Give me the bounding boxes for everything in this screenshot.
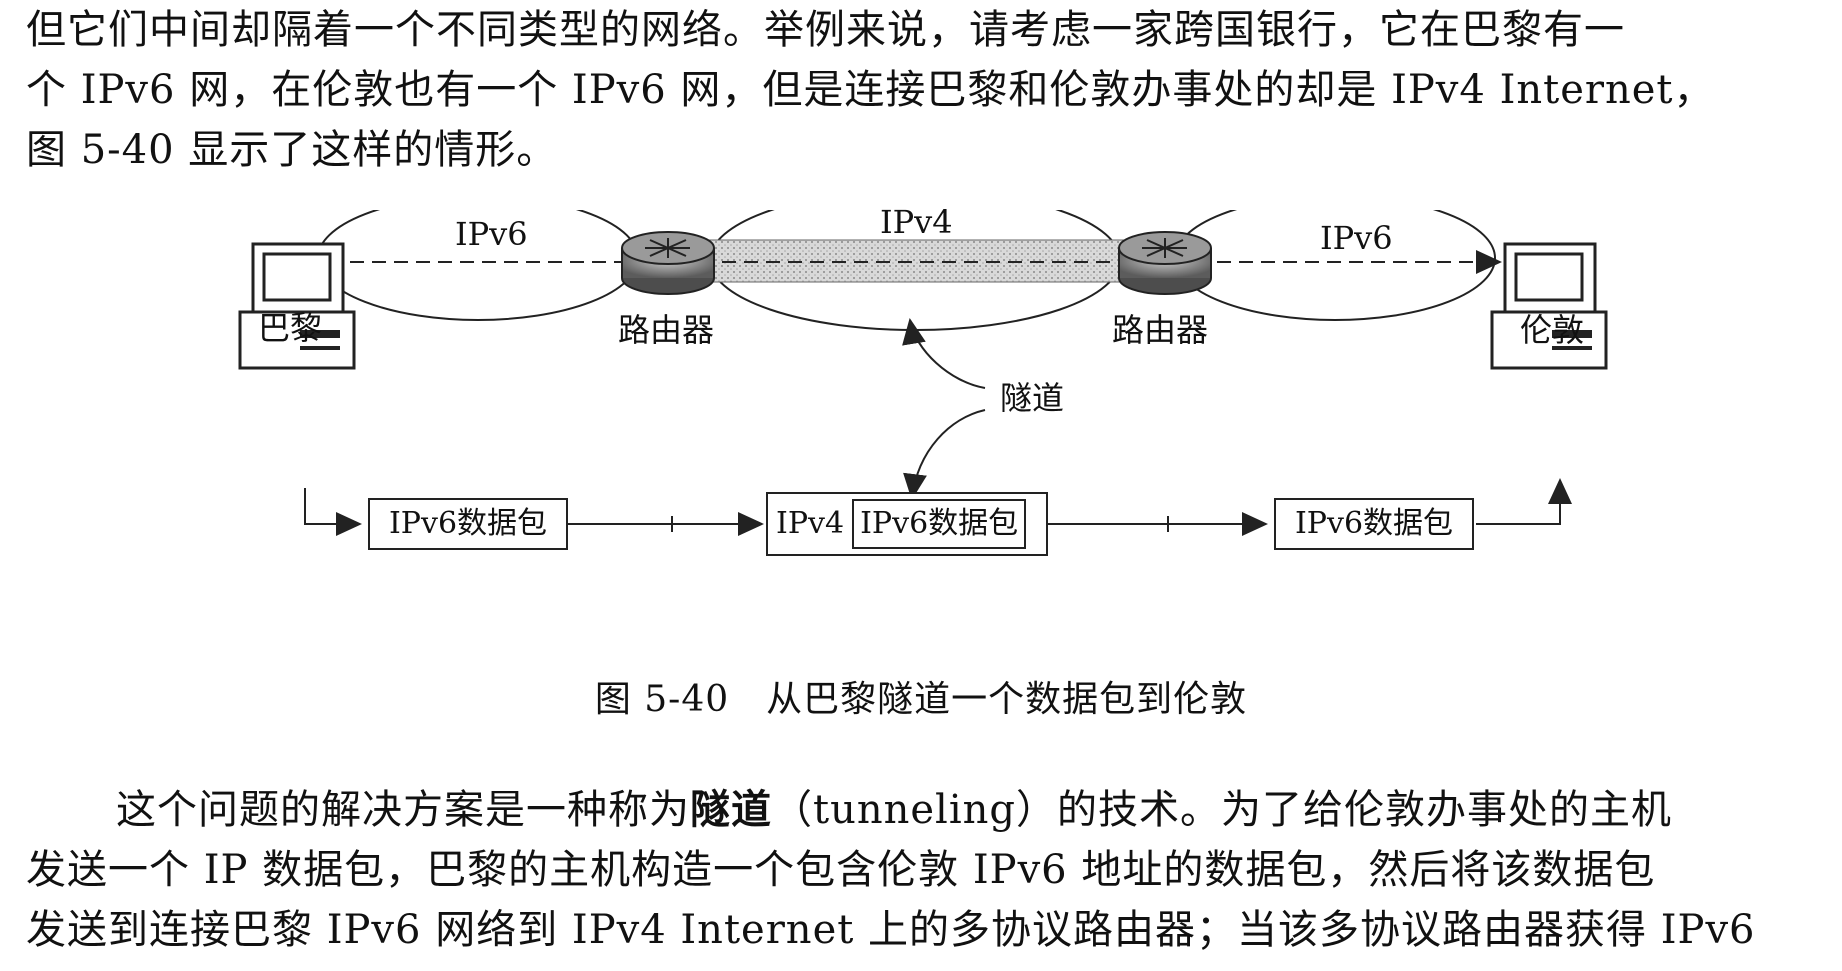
text-line: 但它们中间却隔着一个不同类型的网络。举例来说，请考虑一家跨国银行，它在巴黎有一: [26, 7, 1625, 53]
router-right-icon: [1118, 231, 1212, 295]
paragraph-top: 但它们中间却隔着一个不同类型的网络。举例来说，请考虑一家跨国银行，它在巴黎有一 …: [26, 0, 1816, 180]
cloud-left-label: IPv6: [455, 215, 528, 253]
host-left-label: 巴黎: [258, 309, 323, 347]
text-segment: 这个问题的解决方案是一种称为: [116, 787, 690, 833]
router-left-icon: [621, 231, 715, 295]
flow-line-start: [304, 488, 362, 536]
network-diagram: [238, 210, 1608, 536]
text-segment: （tunneling）的技术。为了给伦敦办事处的主机: [772, 787, 1672, 833]
tunnel-band: [694, 239, 1141, 283]
figure-caption: 图 5-40 从巴黎隧道一个数据包到伦敦: [594, 679, 1248, 720]
packet-left: IPv6数据包: [368, 498, 568, 550]
computer-right-icon: [1490, 242, 1608, 370]
flow-line-end: [1476, 478, 1572, 525]
term-tunneling: 隧道: [690, 786, 772, 833]
tunnel-arrow-up: [902, 318, 986, 389]
host-right-label: 伦敦: [1520, 311, 1585, 349]
cloud-middle-label: IPv4: [880, 203, 953, 241]
computer-left-icon: [238, 242, 356, 370]
paragraph-bottom: 这个问题的解决方案是一种称为隧道（tunneling）的技术。为了给伦敦办事处的…: [26, 780, 1816, 960]
tunnel-label: 隧道: [1000, 379, 1065, 417]
cloud-right-label: IPv6: [1320, 219, 1393, 257]
figure-5-40: IPv6 IPv4 IPv6 巴黎 路由器 路由器 伦敦 隧道 IPv6数据包 …: [0, 204, 1842, 730]
packet-middle-outer-header: IPv4: [776, 506, 845, 541]
packet-right: IPv6数据包: [1274, 498, 1474, 550]
text-line: 发送到连接巴黎 IPv6 网络到 IPv4 Internet 上的多协议路由器；…: [26, 907, 1756, 953]
text-line: 图 5-40 显示了这样的情形。: [26, 127, 558, 173]
tunnel-arrow-down: [903, 409, 986, 500]
router-right-label: 路由器: [1112, 311, 1209, 349]
packet-middle: IPv4 IPv6数据包: [766, 492, 1048, 556]
packet-middle-inner: IPv6数据包: [852, 499, 1027, 549]
text-line: 个 IPv6 网，在伦敦也有一个 IPv6 网，但是连接巴黎和伦敦办事处的却是 …: [26, 67, 1715, 113]
text-line: 这个问题的解决方案是一种称为隧道（tunneling）的技术。为了给伦敦办事处的…: [26, 780, 1816, 840]
router-left-label: 路由器: [618, 311, 715, 349]
text-line: 发送一个 IP 数据包，巴黎的主机构造一个包含伦敦 IPv6 地址的数据包，然后…: [26, 847, 1656, 893]
